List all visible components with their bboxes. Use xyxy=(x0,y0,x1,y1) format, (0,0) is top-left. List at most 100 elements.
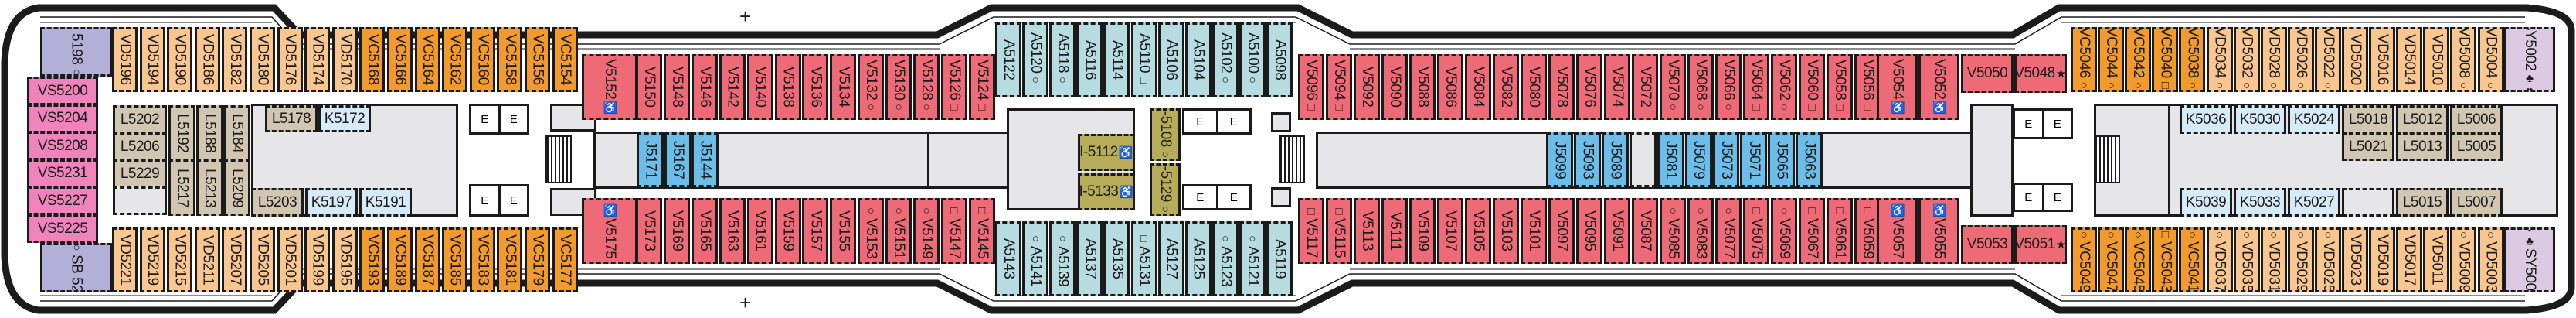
cabin-v5080[interactable]: V5080 xyxy=(1521,54,1547,120)
cabin-vd5190[interactable]: VD5190 xyxy=(167,27,193,92)
cabin-v5175[interactable]: ♿V5175 xyxy=(582,198,637,264)
cabin-vd5215[interactable]: VD5215 xyxy=(167,227,193,292)
cabin-v5107[interactable]: V5107 xyxy=(1437,198,1463,264)
cabin-k5024[interactable]: K5024 xyxy=(2288,105,2340,134)
cabin-vd5026[interactable]: VD5026○ xyxy=(2287,27,2314,92)
cabin-vd5034[interactable]: VD5034○ xyxy=(2206,27,2233,92)
cabin-vc5160[interactable]: VC5160 xyxy=(469,27,495,92)
cabin-vd5176[interactable]: VD5176 xyxy=(277,27,303,92)
cabin-v5138[interactable]: V5138 xyxy=(774,54,801,120)
cabin-a5120[interactable]: A5120○ xyxy=(1022,22,1049,97)
cabin-vc5168[interactable]: VC5168 xyxy=(359,27,386,92)
cabin-v5084[interactable]: V5084 xyxy=(1465,54,1491,120)
cabin-vc5187[interactable]: VC5187 xyxy=(414,227,440,292)
cabin-vc5179[interactable]: VC5179 xyxy=(525,227,550,292)
cabin-v5148[interactable]: V5148 xyxy=(663,54,690,120)
cabin-vc5038[interactable]: VC5038○ xyxy=(2179,27,2206,92)
cabin-l5192[interactable]: L5192 xyxy=(168,105,195,161)
cabin-a5143[interactable]: A5143 xyxy=(995,221,1021,296)
cabin-v5066[interactable]: V5066○ xyxy=(1715,54,1742,120)
cabin-j5089[interactable]: J5089 xyxy=(1601,132,1629,187)
cabin-j5079[interactable]: J5079 xyxy=(1684,132,1712,187)
cabin-j5171[interactable]: J5171 xyxy=(637,132,664,187)
cabin-v5051[interactable]: V5051★ xyxy=(2014,225,2067,264)
cabin-vc5156[interactable]: VC5156 xyxy=(525,27,550,92)
cabin-vd5211[interactable]: VD5211 xyxy=(194,227,220,292)
cabin-vd5174[interactable]: VD5174 xyxy=(304,27,331,92)
cabin-v5086[interactable]: V5086 xyxy=(1437,54,1463,120)
cabin-v5052[interactable]: V5052♿ xyxy=(1918,54,1959,120)
cabin-v5067[interactable]: □V5067 xyxy=(1799,198,1825,264)
cabin-v5048[interactable]: V5048★ xyxy=(2014,54,2067,93)
cabin-a5122[interactable]: A5122 xyxy=(995,22,1021,97)
cabin-sy5001[interactable]: ♥♣SY5001 xyxy=(2504,227,2555,292)
cabin-a5125[interactable]: A5125 xyxy=(1184,221,1212,296)
cabin-v5163[interactable]: V5163 xyxy=(719,198,746,264)
cabin-l5018[interactable]: L5018 xyxy=(2342,105,2394,134)
cabin-vc5047[interactable]: ○VC5047 xyxy=(2098,227,2125,292)
cabin-v5142[interactable]: V5142 xyxy=(719,54,746,120)
cabin-vc5045[interactable]: ○VC5045 xyxy=(2125,227,2152,292)
cabin-j5073[interactable]: J5073 xyxy=(1712,132,1740,187)
cabin-j5144[interactable]: J5144 xyxy=(692,132,719,187)
cabin-v5105[interactable]: V5105 xyxy=(1465,198,1491,264)
cabin-v5064[interactable]: V5064□ xyxy=(1743,54,1769,120)
cabin-v5169[interactable]: V5169 xyxy=(663,198,690,264)
cabin-vc5046[interactable]: VC5046○ xyxy=(2071,27,2097,92)
cabin-vd5003[interactable]: ○VD5003 xyxy=(2477,227,2504,292)
cabin-v5113[interactable]: V5113 xyxy=(1354,198,1380,264)
cabin-v5077[interactable]: ○V5077 xyxy=(1715,198,1742,264)
cabin-v5069[interactable]: ○V5069 xyxy=(1771,198,1797,264)
cabin-vc5162[interactable]: VC5162 xyxy=(442,27,468,92)
cabin-vc5040[interactable]: VC5040□ xyxy=(2152,27,2179,92)
cabin-vd5011[interactable]: VD5011 xyxy=(2423,227,2450,292)
cabin-vc5193[interactable]: VC5193 xyxy=(359,227,386,292)
cabin-l5005[interactable]: L5005 xyxy=(2450,132,2503,161)
cabin-l5188[interactable]: L5188 xyxy=(195,105,223,161)
cabin-v5159[interactable]: V5159 xyxy=(774,198,801,264)
cabin-a5121[interactable]: ○A5121 xyxy=(1239,221,1266,296)
cabin-a5131[interactable]: □A5131 xyxy=(1130,221,1157,296)
cabin-j5065[interactable]: J5065 xyxy=(1768,132,1796,187)
cabin-a5104[interactable]: A5104 xyxy=(1184,22,1212,97)
cabin-v5117[interactable]: □V5117 xyxy=(1298,198,1324,264)
cabin-vc5158[interactable]: VC5158 xyxy=(497,27,523,92)
cabin-vc5189[interactable]: VC5189 xyxy=(387,227,413,292)
cabin-v5149[interactable]: ○V5149 xyxy=(913,198,940,264)
cabin-v5095[interactable]: V5095 xyxy=(1576,198,1602,264)
cabin-vd5186[interactable]: VD5186 xyxy=(194,27,220,92)
cabin-l5021[interactable]: L5021 xyxy=(2342,132,2394,161)
cabin-j5093[interactable]: J5093 xyxy=(1573,132,1601,187)
cabin-l5206[interactable]: L5206 xyxy=(113,132,167,161)
cabin-vd5008[interactable]: VD5008○ xyxy=(2450,27,2477,92)
cabin-k5027[interactable]: K5027 xyxy=(2288,188,2340,217)
cabin-vs5208[interactable]: VS5208 xyxy=(27,132,98,161)
cabin-j5167[interactable]: J5167 xyxy=(664,132,692,187)
cabin-vd5170[interactable]: VD5170 xyxy=(331,27,358,92)
cabin-vc5177[interactable]: VC5177 xyxy=(552,227,578,292)
cabin-a5118[interactable]: A5118○ xyxy=(1049,22,1076,97)
cabin-k5197[interactable]: K5197 xyxy=(305,188,358,217)
cabin-vs5200[interactable]: VS5200 xyxy=(27,77,98,105)
cabin-k5036[interactable]: K5036 xyxy=(2180,105,2232,134)
cabin-v5094[interactable]: V5094□ xyxy=(1326,54,1352,120)
cabin-v5076[interactable]: V5076 xyxy=(1576,54,1602,120)
cabin-vd5199[interactable]: VD5199 xyxy=(304,227,331,292)
cabin-vc5044[interactable]: VC5044○ xyxy=(2098,27,2125,92)
cabin-v5059[interactable]: □V5059 xyxy=(1854,198,1881,264)
cabin-a5098[interactable]: A5098 xyxy=(1266,22,1293,97)
cabin-k5030[interactable]: K5030 xyxy=(2234,105,2286,134)
cabin-v5140[interactable]: V5140 xyxy=(746,54,773,120)
cabin-v5072[interactable]: V5072 xyxy=(1632,54,1658,120)
cabin-v5161[interactable]: V5161 xyxy=(746,198,773,264)
cabin-v5090[interactable]: V5090 xyxy=(1381,54,1408,120)
cabin-v5134[interactable]: V5134 xyxy=(830,54,857,120)
cabin-vd5025[interactable]: ○VD5025 xyxy=(2314,227,2341,292)
cabin-v5151[interactable]: ○V5151 xyxy=(885,198,912,264)
cabin-v5085[interactable]: ○V5085 xyxy=(1660,198,1686,264)
cabin-k5033[interactable]: K5033 xyxy=(2234,188,2286,217)
cabin-a5102[interactable]: A5102○ xyxy=(1212,22,1239,97)
cabin-v5124[interactable]: V5124□ xyxy=(968,54,995,120)
cabin-sb5198[interactable]: SB 5198○✱ xyxy=(40,27,112,77)
cabin-vd5195[interactable]: VD5195 xyxy=(331,227,358,292)
